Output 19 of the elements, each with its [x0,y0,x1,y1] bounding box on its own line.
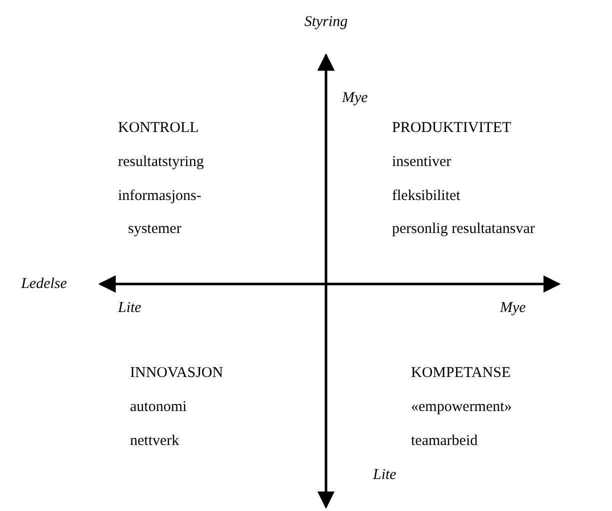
quadrant-item: personlig resultatansvar [392,220,535,238]
axis-end-label: Lite [373,466,396,484]
quadrant-item: «empowerment» [411,398,512,416]
axis-end-label: Mye [500,299,526,317]
axis-title: Ledelse [21,275,67,293]
quadrant-heading: KONTROLL [118,119,199,137]
axis-end-label: Lite [118,299,142,317]
quadrant-heading: PRODUKTIVITET [392,119,512,137]
axis-end-label: Mye [342,89,368,107]
quadrant-item: informasjons- systemer [118,187,202,239]
axis-title: Styring [304,13,348,31]
quadrant-item: teamarbeid [411,432,478,450]
quadrant-item: fleksibilitet [392,187,460,205]
quadrant-heading: KOMPETANSE [411,364,511,382]
quadrant-heading: INNOVASJON [130,364,224,382]
quadrant-item: resultatstyring [118,153,204,171]
quadrant-item: autonomi [130,398,187,416]
quadrant-item: nettverk [130,432,180,450]
quadrant-item: insentiver [392,153,452,171]
